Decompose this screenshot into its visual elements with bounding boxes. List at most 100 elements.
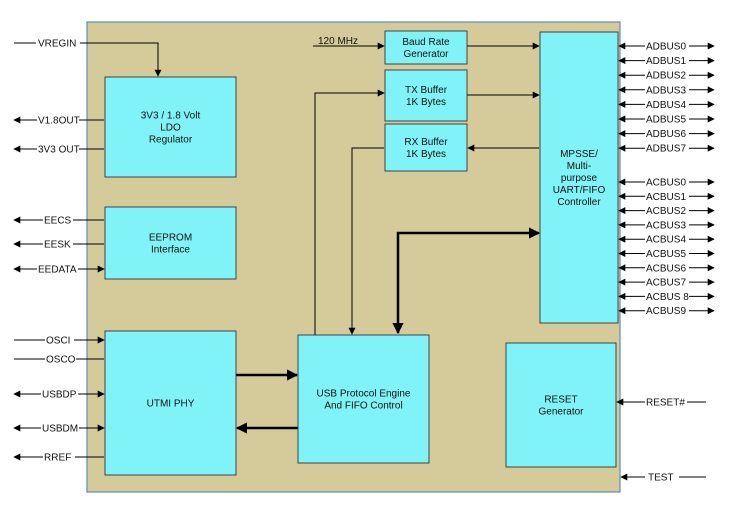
eeprom-interface-block-box [104, 206, 237, 280]
pin-acbus0: ACBUS0 [618, 178, 715, 189]
pin-adbus0: ADBUS0 [618, 42, 715, 53]
pin-adbus3: ADBUS3 [618, 85, 715, 96]
pin-vregin-label-bg [36, 37, 80, 49]
pin-osco: OSCO [14, 355, 104, 366]
reset-generator-block-box [505, 342, 617, 468]
pin-v18out: V1.8OUT [13, 116, 104, 127]
pin-acbus5: ACBUS5 [618, 249, 715, 260]
pin-acbus2-label: ACBUS2 [646, 206, 686, 217]
pin-adbus3-label: ADBUS3 [646, 85, 686, 96]
mpsse-controller-block-label: Controller [557, 197, 601, 208]
pin-vregin: VREGIN [36, 37, 80, 50]
rx-to-usb-wire [348, 147, 384, 335]
mpsse-controller-block-label: Multi- [567, 161, 591, 172]
pin-rref: RREF [13, 453, 104, 464]
baud-rate-generator-block-label: Generator [403, 49, 449, 60]
pin-test-label: TEST [648, 473, 674, 484]
eeprom-interface-block-label: Interface [151, 245, 190, 256]
pin-adbus4-label: ADBUS4 [646, 100, 686, 111]
pin-adbus4: ADBUS4 [618, 100, 715, 111]
pin-vregin-label: VREGIN [38, 39, 76, 50]
usb-protocol-engine-block-label: USB Protocol Engine [317, 389, 411, 400]
pin-acbus5-label: ACBUS5 [646, 249, 686, 260]
rx-buffer-block-box [384, 123, 468, 172]
usb-protocol-engine-block-box [297, 334, 430, 464]
pin-acbus4-label: ACBUS4 [646, 235, 686, 246]
pin-adbus6: ADBUS6 [618, 129, 715, 140]
pin-reset-label: RESET# [646, 398, 685, 409]
ldo-regulator-block-box [104, 76, 237, 178]
mpsse-controller-block-label: MPSSE/ [560, 149, 598, 160]
utmi-phy-block-label: UTMI PHY [147, 399, 195, 410]
pin-osci: OSCI [14, 336, 105, 347]
pin-eesk-label: EESK [44, 240, 71, 251]
pin-usbdp: USBDP [13, 390, 105, 401]
pin-acbus1-label: ACBUS1 [646, 192, 686, 203]
usb-mpsse-bus [392, 227, 541, 335]
functional-blocks: 3V3 / 1.8 VoltLDORegulatorEEPROMInterfac… [104, 30, 619, 476]
eeprom-interface-block-label: EEPROM [149, 233, 192, 244]
pins: V1.8OUT 3V3 OUT EECS EESK EEDATA OSCI OSCO USBD… [13, 37, 715, 484]
pin-eesk: EESK [13, 240, 104, 251]
pin-osco-label: OSCO [46, 355, 76, 366]
pin-adbus2-label: ADBUS2 [646, 71, 686, 82]
pin-acbus2: ACBUS2 [618, 206, 715, 217]
utmi-phy-block: UTMI PHY [104, 330, 237, 476]
pin-acbus4: ACBUS4 [618, 235, 715, 246]
tx-buffer-block-label: TX Buffer [405, 85, 448, 96]
signal-wires [14, 42, 541, 434]
pin-eedata: EEDATA [13, 265, 105, 276]
pin-acbus7: ACBUS7 [618, 278, 715, 289]
pin-adbus0-label: ADBUS0 [646, 42, 686, 53]
pin-reset: RESET# [616, 398, 706, 409]
pin-acbus3-label: ACBUS3 [646, 220, 686, 231]
tx-buffer-block-label: 1K Bytes [406, 97, 446, 108]
pin-usbdm-label: USBDM [42, 424, 78, 435]
pin-acbus0-label: ACBUS0 [646, 178, 686, 189]
tx-buffer-block-box [384, 69, 468, 122]
pin-adbus6-label: ADBUS6 [646, 129, 686, 140]
pin-osci-label: OSCI [46, 336, 70, 347]
pin-adbus1: ADBUS1 [618, 56, 715, 67]
pin-adbus5-label: ADBUS5 [646, 115, 686, 126]
pin-usbdp-label: USBDP [42, 390, 77, 401]
mpsse-controller-block-box [539, 31, 619, 324]
pin-adbus2: ADBUS2 [618, 71, 715, 82]
baud-rate-generator-block-box [384, 30, 468, 65]
ldo-regulator-block-label: Regulator [149, 135, 193, 146]
baud-rate-generator-block-label: Baud Rate [402, 37, 450, 48]
utmi-phy-block-box [104, 330, 237, 476]
ldo-regulator-block-label: LDO [160, 123, 181, 134]
rx-buffer-block-label: RX Buffer [404, 137, 448, 148]
pin-rref-label: RREF [44, 453, 71, 464]
pin-test: TEST [620, 473, 706, 484]
pin-acbus8: ACBUS 8 [618, 292, 715, 303]
pin-acbus6: ACBUS6 [618, 263, 715, 274]
pin-acbus7-label: ACBUS7 [646, 278, 686, 289]
reset-generator-block-label: Generator [538, 407, 584, 418]
pin-acbus9-label: ACBUS9 [646, 306, 686, 317]
pin-acbus8-label: ACBUS 8 [646, 292, 689, 303]
pin-acbus6-label: ACBUS6 [646, 263, 686, 274]
pin-adbus7: ADBUS7 [618, 144, 715, 155]
usb-protocol-engine-block-label: And FIFO Control [324, 401, 402, 412]
pin-v18out-label: V1.8OUT [38, 116, 80, 127]
pin-3v3out: 3V3 OUT [13, 145, 104, 156]
usb-to-tx-wire [314, 89, 385, 335]
rx-buffer-block-label: 1K Bytes [406, 149, 446, 160]
mpsse-controller-block-label: purpose [561, 173, 598, 184]
pin-acbus1: ACBUS1 [618, 192, 715, 203]
clock-label: 120 MHz [318, 36, 358, 47]
pin-3v3out-label: 3V3 OUT [38, 145, 80, 156]
mpsse-controller-block-label: UART/FIFO [553, 185, 606, 196]
pin-eecs: EECS [13, 216, 104, 227]
